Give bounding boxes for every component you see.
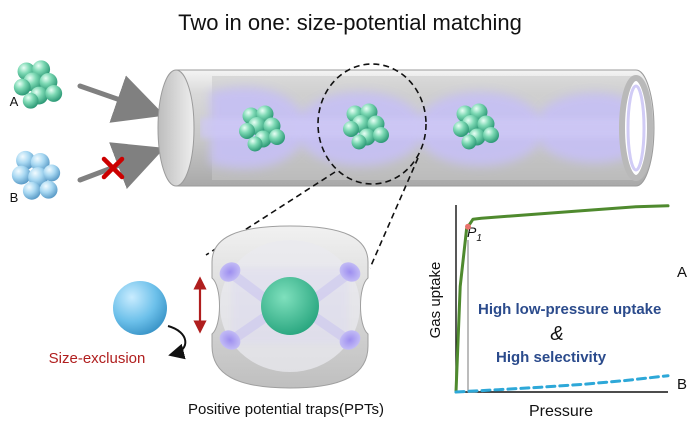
chart-y-axis-label: Gas uptake [427,262,444,339]
series-b-line [456,376,668,392]
chart-x-axis-label: Pressure [529,403,593,420]
size-exclusion-label: Size-exclusion [49,350,146,367]
series-b-label: B [677,376,687,393]
ppt-caption: Positive potential traps(PPTs) [188,401,384,418]
molecule-a-label: A [10,94,19,109]
excluded-molecule-icon [113,281,167,335]
uptake-chart: P1 Gas uptake Pressure A B High low-pres… [427,205,687,420]
chart-annotation-selectivity: High selectivity [496,349,607,366]
diagram-title: Two in one: size-potential matching [178,10,522,35]
chart-annotation-uptake: High low-pressure uptake [478,301,661,318]
molecule-a-icon [14,60,62,108]
channel-tube [158,70,654,186]
exclusion-arrow-icon [168,326,185,354]
molecule-b-icon [12,151,60,200]
molecule-b-label: B [10,190,19,205]
chart-annotation-and: & [550,323,563,345]
p1-intersection-point [465,224,471,230]
entry-arrow-a [80,86,146,109]
series-a-label: A [677,264,687,281]
trapped-molecule-icon [261,277,319,335]
